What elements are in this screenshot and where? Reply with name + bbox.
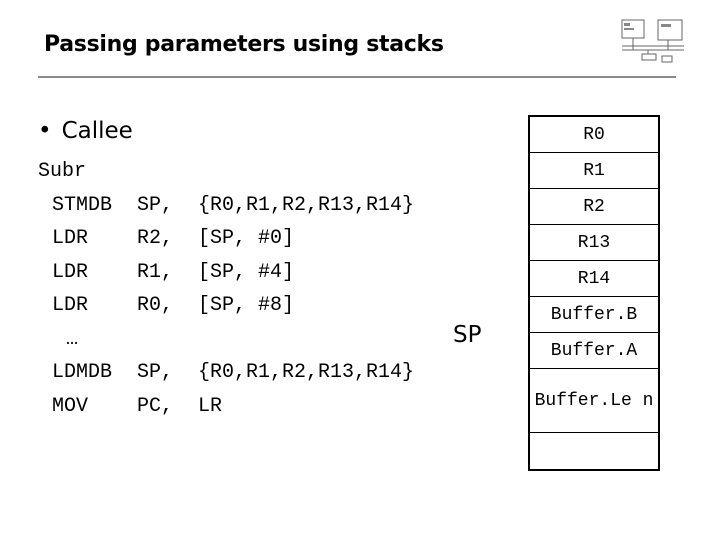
code-operand-1: SP,	[137, 361, 174, 384]
stack-cell: Buffer.B	[530, 297, 658, 333]
code-line: LDR R0, [SP, #8]	[38, 289, 294, 323]
code-operand-1: SP,	[137, 193, 174, 217]
code-operand-1: R0,	[137, 294, 174, 317]
stack-cell: R2	[530, 189, 658, 225]
stack-cell: R14	[530, 261, 658, 297]
stack-cell: Buffer.Le n	[530, 369, 658, 433]
code-opcode: LDMDB	[52, 361, 113, 384]
code-operand-1: R2,	[137, 227, 174, 250]
code-operand-2: {R0,R1,R2,R13,R14}	[198, 193, 415, 217]
stack-cell: R0	[530, 117, 658, 153]
code-line: STMDB SP, {R0,R1,R2,R13,R14}	[38, 189, 414, 223]
bullet-text: Callee	[61, 118, 133, 144]
stack-cell: Buffer.A	[530, 333, 658, 369]
slide-title: Passing parameters using stacks	[44, 32, 444, 57]
code-line-label: Subr	[38, 155, 86, 189]
stack-diagram: R0 R1 R2 R13 R14 Buffer.B Buffer.A Buffe…	[528, 115, 660, 471]
stack-cell: R1	[530, 153, 658, 189]
stack-cell: R13	[530, 225, 658, 261]
circuit-diagram-logo	[621, 19, 684, 63]
bullet-callee: • Callee	[38, 118, 133, 144]
sp-pointer-label: SP	[453, 322, 482, 348]
code-line: LDR R2, [SP, #0]	[38, 222, 294, 256]
code-opcode: LDR	[52, 260, 89, 284]
stack-cell-empty	[530, 433, 658, 469]
code-operand-2: [SP, #8]	[198, 294, 295, 317]
title-divider	[38, 76, 676, 78]
bullet-marker: •	[38, 118, 52, 144]
code-line-ellipsis: …	[38, 323, 86, 357]
code-operand-2: [SP, #0]	[198, 227, 295, 250]
code-line: LDMDB SP, {R0,R1,R2,R13,R14}	[38, 356, 414, 390]
code-operand-1: PC,	[137, 394, 174, 418]
code-opcode: STMDB	[52, 193, 113, 217]
code-listing: Subr STMDB SP, {R0,R1,R2,R13,R14} LDR R2…	[38, 155, 414, 424]
code-operand-1: R1,	[137, 260, 174, 284]
code-operand-2: LR	[198, 394, 223, 418]
code-label: Subr	[38, 160, 87, 183]
code-opcode: MOV	[52, 394, 89, 418]
code-ellipsis: …	[66, 327, 79, 351]
code-operand-2: [SP, #4]	[198, 260, 295, 284]
code-line: LDR R1, [SP, #4]	[38, 256, 294, 290]
code-line: MOV PC, LR	[38, 390, 222, 424]
code-opcode: LDR	[52, 227, 89, 250]
code-operand-2: {R0,R1,R2,R13,R14}	[198, 361, 415, 384]
code-opcode: LDR	[52, 294, 89, 317]
